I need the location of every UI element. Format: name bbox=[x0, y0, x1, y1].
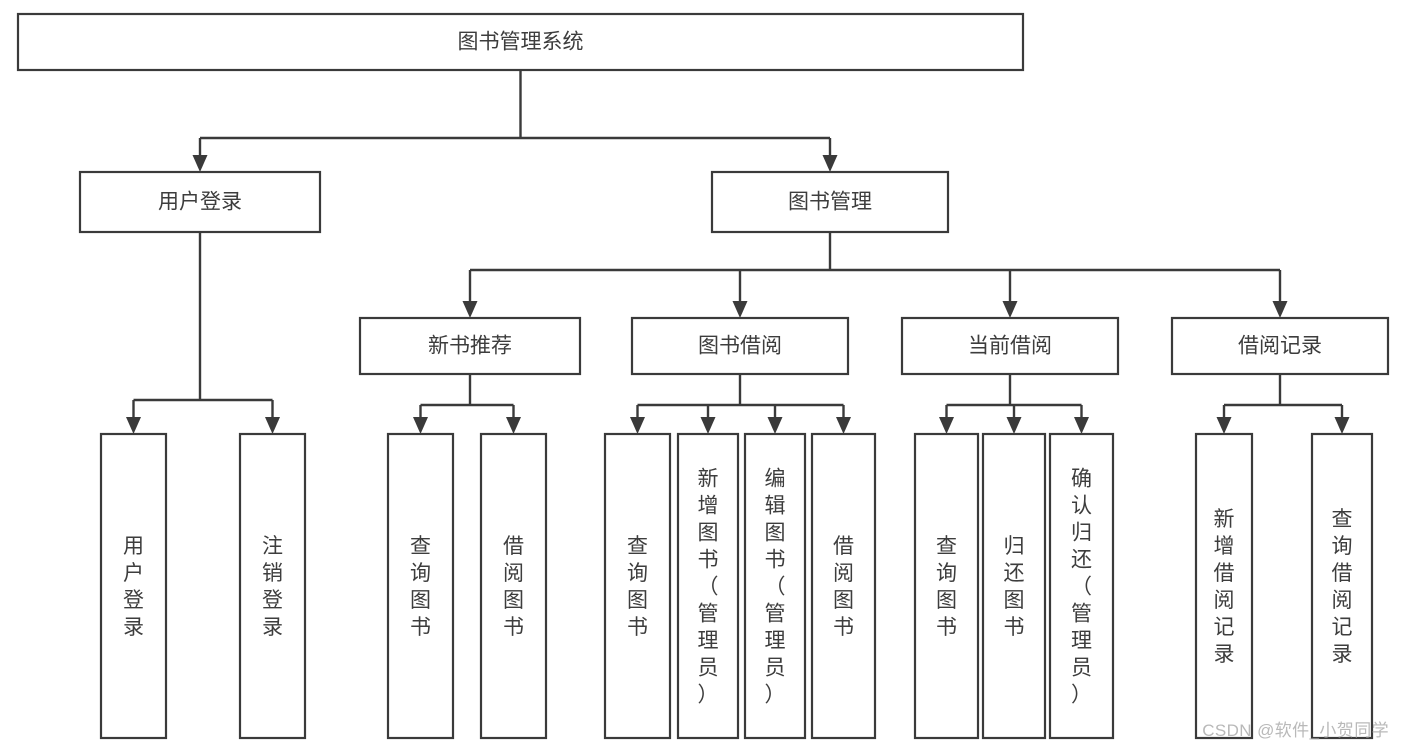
node-label: 图书管理系统 bbox=[458, 31, 584, 54]
connectors-layer bbox=[126, 70, 1350, 434]
arrow-head-icon bbox=[1272, 301, 1288, 318]
node-box[interactable] bbox=[981, 432, 1047, 740]
node-label: 查询图书 bbox=[936, 535, 957, 639]
node-box[interactable] bbox=[743, 432, 807, 740]
node-leaf-add-book[interactable]: 新增图书（管理员） bbox=[676, 432, 740, 740]
node-label: 新增图书（管理员） bbox=[698, 468, 719, 707]
arrow-head-icon bbox=[732, 301, 748, 318]
arrow-head-icon bbox=[506, 417, 521, 434]
node-label: 编辑图书（管理员） bbox=[765, 468, 786, 707]
node-box[interactable] bbox=[358, 316, 582, 376]
node-box[interactable] bbox=[810, 432, 877, 740]
node-leaf-user-logout[interactable]: 注销登录 bbox=[238, 432, 307, 740]
arrow-head-icon bbox=[822, 155, 838, 172]
node-label: 图书管理 bbox=[788, 191, 872, 214]
node-box[interactable] bbox=[913, 432, 980, 740]
node-label: 用户登录 bbox=[158, 191, 242, 214]
node-leaf-query-book-1[interactable]: 查询图书 bbox=[386, 432, 455, 740]
arrow-head-icon bbox=[1074, 417, 1089, 434]
node-box[interactable] bbox=[900, 316, 1120, 376]
node-box[interactable] bbox=[603, 432, 672, 740]
arrow-head-icon bbox=[1334, 417, 1350, 434]
boxes-layer: 图书管理系统用户登录图书管理新书推荐图书借阅当前借阅借阅记录用户登录注销登录查询… bbox=[16, 12, 1390, 740]
node-box[interactable] bbox=[1310, 432, 1374, 740]
node-box[interactable] bbox=[78, 170, 322, 234]
arrow-head-icon bbox=[265, 417, 280, 434]
node-leaf-query-book-2[interactable]: 查询图书 bbox=[603, 432, 672, 740]
arrow-head-icon bbox=[1006, 417, 1022, 434]
node-label: 确认归还（管理员） bbox=[1071, 468, 1092, 707]
node-leaf-confirm-return[interactable]: 确认归还（管理员） bbox=[1048, 432, 1115, 740]
node-box[interactable] bbox=[479, 432, 548, 740]
arrow-head-icon bbox=[1002, 301, 1018, 318]
node-box[interactable] bbox=[16, 12, 1025, 72]
node-label: 注销登录 bbox=[262, 535, 283, 639]
node-label: 新增借阅记录 bbox=[1214, 508, 1235, 666]
watermark-label: CSDN @软件_小贺同学 bbox=[1202, 721, 1389, 740]
node-label: 图书借阅 bbox=[698, 335, 782, 358]
arrow-head-icon bbox=[767, 417, 783, 434]
node-leaf-borrow-book-2[interactable]: 借阅图书 bbox=[810, 432, 877, 740]
node-box[interactable] bbox=[238, 432, 307, 740]
node-leaf-add-record[interactable]: 新增借阅记录 bbox=[1194, 432, 1254, 740]
node-label: 当前借阅 bbox=[968, 335, 1052, 358]
node-leaf-user-login[interactable]: 用户登录 bbox=[99, 432, 168, 740]
arrow-head-icon bbox=[192, 155, 208, 172]
node-root-root[interactable]: 图书管理系统 bbox=[16, 12, 1025, 72]
node-current-borrow[interactable]: 当前借阅 bbox=[900, 316, 1120, 376]
arrow-head-icon bbox=[700, 417, 716, 434]
node-book-manage[interactable]: 图书管理 bbox=[710, 170, 950, 234]
arrow-head-icon bbox=[1216, 417, 1232, 434]
node-leaf-query-record[interactable]: 查询借阅记录 bbox=[1310, 432, 1374, 740]
node-leaf-query-book-3[interactable]: 查询图书 bbox=[913, 432, 980, 740]
node-box[interactable] bbox=[1170, 316, 1390, 376]
node-borrow-record[interactable]: 借阅记录 bbox=[1170, 316, 1390, 376]
node-user-login[interactable]: 用户登录 bbox=[78, 170, 322, 234]
arrow-head-icon bbox=[939, 417, 954, 434]
node-box[interactable] bbox=[1048, 432, 1115, 740]
node-box[interactable] bbox=[630, 316, 850, 376]
arrow-head-icon bbox=[126, 417, 141, 434]
node-label: 查询图书 bbox=[410, 535, 431, 639]
node-leaf-return-book[interactable]: 归还图书 bbox=[981, 432, 1047, 740]
node-label: 借阅图书 bbox=[503, 535, 524, 639]
node-label: 查询借阅记录 bbox=[1332, 508, 1353, 666]
node-new-book-rec[interactable]: 新书推荐 bbox=[358, 316, 582, 376]
node-box[interactable] bbox=[676, 432, 740, 740]
node-leaf-borrow-book-1[interactable]: 借阅图书 bbox=[479, 432, 548, 740]
node-label: 新书推荐 bbox=[428, 335, 512, 358]
node-book-borrow[interactable]: 图书借阅 bbox=[630, 316, 850, 376]
node-box[interactable] bbox=[99, 432, 168, 740]
node-label: 借阅记录 bbox=[1238, 335, 1322, 358]
arrow-head-icon bbox=[836, 417, 851, 434]
node-box[interactable] bbox=[710, 170, 950, 234]
node-label: 借阅图书 bbox=[833, 535, 854, 639]
node-leaf-edit-book[interactable]: 编辑图书（管理员） bbox=[743, 432, 807, 740]
node-label: 用户登录 bbox=[123, 535, 144, 639]
arrow-head-icon bbox=[462, 301, 478, 318]
node-box[interactable] bbox=[386, 432, 455, 740]
node-label: 归还图书 bbox=[1004, 535, 1025, 639]
arrow-head-icon bbox=[630, 417, 645, 434]
arrow-head-icon bbox=[413, 417, 428, 434]
node-box[interactable] bbox=[1194, 432, 1254, 740]
node-label: 查询图书 bbox=[627, 535, 648, 639]
